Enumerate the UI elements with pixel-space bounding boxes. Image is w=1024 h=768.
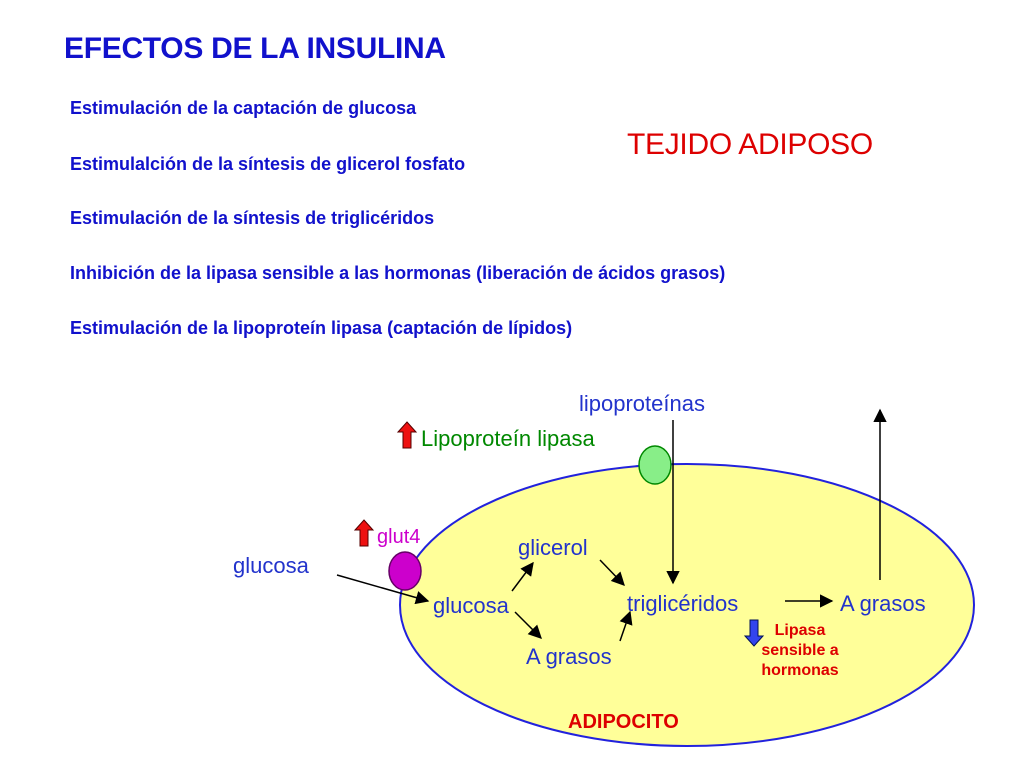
page-title: EFECTOS DE LA INSULINA [64,32,446,65]
effect-triglyceride-synthesis: Estimulación de la síntesis de triglicér… [70,208,435,228]
fatty-acids-bottom-label: A grasos [526,644,612,669]
fatty-acids-right-label: A grasos [840,591,926,616]
glut4-label: glut4 [377,526,421,548]
hormone-sensitive-lipase-label: Lipasa sensible a hormonas [750,621,850,681]
up-arrow-icon [396,421,418,449]
lipoprotein-lipase-marker [638,445,672,485]
hsl-line: hormonas [761,662,839,679]
down-arrow-icon [743,619,765,647]
glucose-inside-label: glucosa [433,593,509,618]
arrow-glucose-to-glycerol [511,561,534,592]
hsl-line: sensible a [761,642,839,659]
effect-lpl-stimulation: Estimulación de la lipoproteín lipasa (c… [70,318,573,338]
lipoproteins-label: lipoproteínas [579,391,705,416]
glucose-outside-label: glucosa [233,553,309,578]
effect-glucose-uptake: Estimulación de la captación de glucosa [70,98,417,118]
tissue-heading: TEJIDO ADIPOSO [627,128,873,161]
arrow-glucose-uptake [336,574,430,605]
effect-glycerol-phosphate: Estimulalción de la síntesis de glicerol… [70,154,466,174]
arrow-glycerol-to-triglycerides [599,559,625,586]
effect-hsl-inhibition: Inhibición de la lipasa sensible a las h… [70,263,726,283]
arrow-fatty-acids-to-triglycerides [619,610,633,642]
adipocyte-cell [399,463,975,747]
hsl-line: Lipasa [774,622,826,639]
lipoprotein-lipase-label: Lipoproteín lipasa [421,426,595,451]
glycerol-label: glicerol [518,535,588,560]
up-arrow-icon [353,519,375,547]
arrow-glucose-to-fatty-acids [514,611,542,639]
triglycerides-label: triglicéridos [627,591,739,616]
adipocyte-label: ADIPOCITO [568,711,679,733]
glut4-transporter [388,551,422,591]
